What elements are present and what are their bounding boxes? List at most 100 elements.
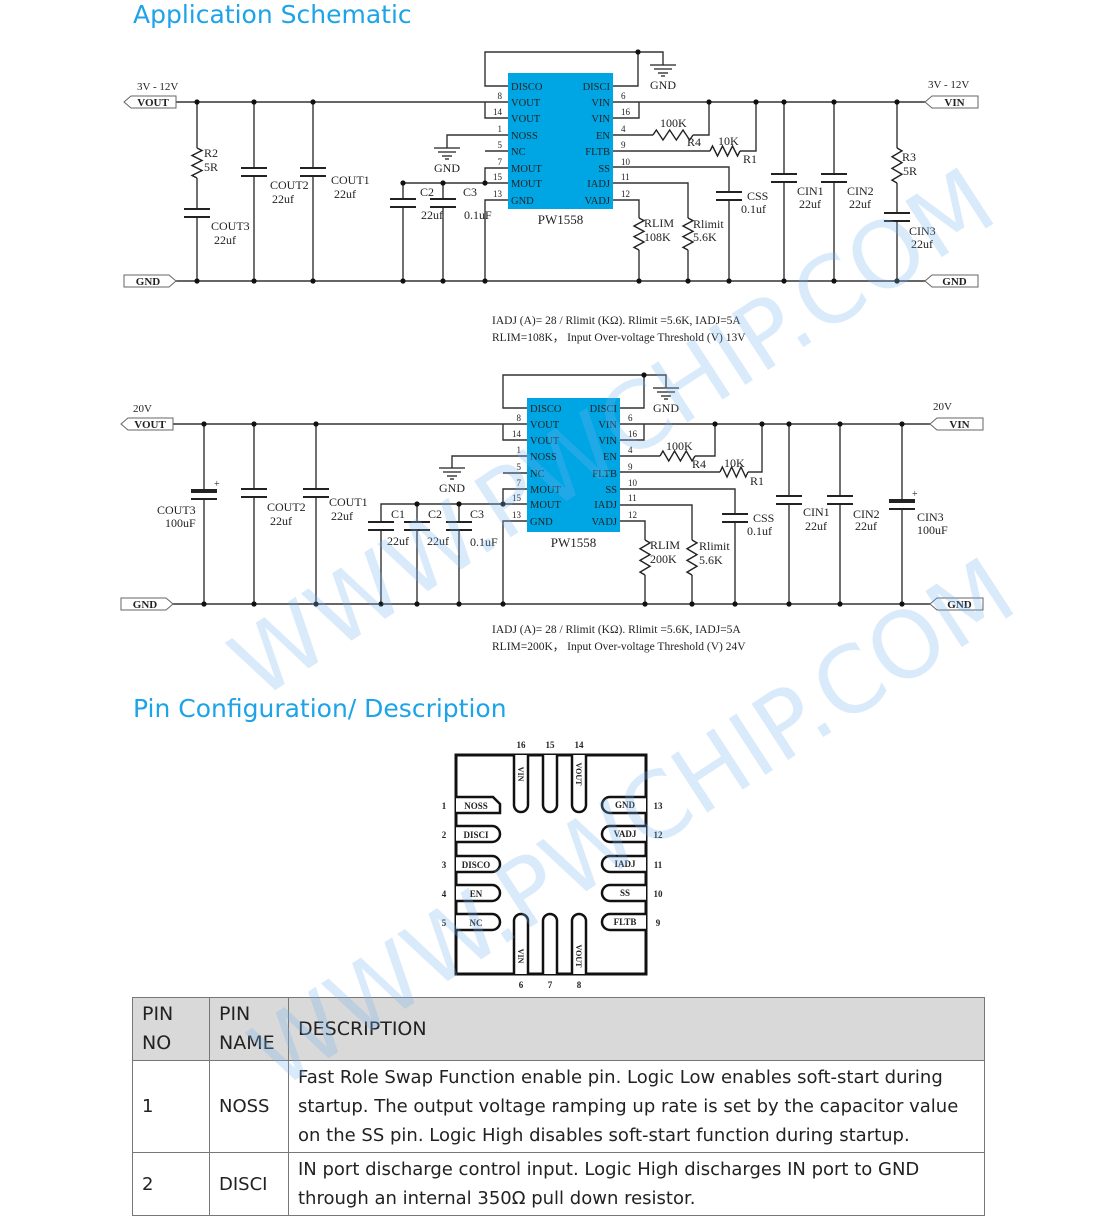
pin-number: 7 <box>548 980 553 990</box>
section-heading-pins: Pin Configuration/ Description <box>133 694 507 723</box>
component-label: CIN3 <box>917 510 944 524</box>
pin-number: 9 <box>628 462 633 472</box>
junction-dot <box>899 601 905 607</box>
junction-dot <box>636 278 642 284</box>
wire <box>502 424 527 441</box>
pin-pad <box>541 912 559 974</box>
pin-number: 12 <box>628 510 637 520</box>
component-label: 22uf <box>911 237 933 251</box>
pin-name: NC <box>511 147 526 158</box>
pin-pad <box>456 883 502 903</box>
header-description: DESCRIPTION <box>288 997 985 1061</box>
cap-gap <box>240 489 268 497</box>
component-label: 5.6K <box>699 553 723 567</box>
pin-label: VOUT <box>574 945 583 969</box>
component-label: GND <box>650 78 676 92</box>
junction-dot <box>712 421 718 427</box>
component-label: C3 <box>470 507 484 521</box>
junction-dot <box>786 421 792 427</box>
component-label: 100uF <box>917 523 948 537</box>
cap-gap <box>820 174 848 182</box>
pin-number: 6 <box>519 980 524 990</box>
component-label: 10K <box>718 134 739 148</box>
pin-name: EN <box>603 452 617 463</box>
junction-dot <box>414 501 420 507</box>
junction-dot <box>313 601 319 607</box>
cap-gap <box>367 522 395 530</box>
pin-number: 6 <box>628 413 633 423</box>
component-label: 22uf <box>331 509 353 523</box>
component-label: R2 <box>204 146 218 160</box>
junction-dot <box>251 278 257 284</box>
pin-number: 10 <box>628 478 638 488</box>
junction-dot <box>781 99 787 105</box>
component-label: 5.6K <box>693 230 717 244</box>
component-label: 22uf <box>387 534 409 548</box>
component-label: R4 <box>692 457 706 471</box>
cap-gap <box>775 496 803 504</box>
header-pin-no: PIN NO <box>132 997 210 1061</box>
net-port-label: VOUT <box>137 97 169 109</box>
cap-gap <box>445 522 473 530</box>
component-label: 22uf <box>272 192 294 206</box>
pin-number: 4 <box>621 124 626 134</box>
pin-number: 13 <box>654 801 664 811</box>
pin-pad <box>512 755 530 814</box>
pin-description: IN port discharge control input. Logic H… <box>288 1152 985 1216</box>
chip-name: PW1558 <box>551 535 597 550</box>
junction-dot <box>414 601 420 607</box>
junction-dot <box>831 278 837 284</box>
pin-number: 11 <box>621 172 630 182</box>
pin-label: DISCI <box>463 830 489 840</box>
cap-gap <box>429 199 457 207</box>
net-port <box>924 274 979 288</box>
pin-number: 7 <box>517 478 522 488</box>
wire <box>613 199 640 281</box>
pin-number: 10 <box>621 157 631 167</box>
pin-number: 14 <box>493 107 503 117</box>
junction-dot <box>837 601 843 607</box>
component-label: COUT3 <box>211 219 250 233</box>
net-port-label: VIN <box>944 97 964 109</box>
pin-label: NOSS <box>464 801 488 811</box>
pin-name: MOUT <box>530 485 562 496</box>
component-label: COUT3 <box>157 503 196 517</box>
pin-label: GND <box>615 800 636 810</box>
pin-number: 5 <box>442 918 447 928</box>
net-port <box>120 597 174 611</box>
polarity-plus: + <box>912 489 918 500</box>
junction-dot <box>894 99 900 105</box>
pin-name: MOUT <box>511 164 543 175</box>
component-label: COUT1 <box>331 173 370 187</box>
junction-dot <box>831 99 837 105</box>
pin-no: 2 <box>132 1152 210 1216</box>
pin-name: NC <box>530 469 545 480</box>
wire <box>620 424 716 457</box>
component-label: CIN2 <box>847 184 874 198</box>
component-label: RLIM <box>644 216 674 230</box>
component-label: R3 <box>902 150 916 164</box>
note-line: IADJ (A)= 28 / Rlimit (KΩ). Rlimit =5.6K… <box>492 624 741 636</box>
pin-description: Fast Role Swap Function enable pin. Logi… <box>288 1060 985 1153</box>
wire <box>613 102 710 136</box>
component-label: 22uf <box>427 534 449 548</box>
pin-name: DISCO <box>511 82 543 93</box>
junction-dot <box>685 278 691 284</box>
component-label: C1 <box>391 507 405 521</box>
junction-dot <box>726 278 732 284</box>
component-label: Rlimit <box>693 217 724 231</box>
junction-dot <box>500 501 506 507</box>
pin-name: VIN <box>598 436 617 447</box>
junction-dot <box>400 180 406 186</box>
pin-name: NOSS <box>209 1060 289 1153</box>
component-label: 5R <box>204 160 218 174</box>
junction-dot <box>482 278 488 284</box>
component-label: CIN1 <box>803 505 830 519</box>
junction-dot <box>482 180 488 186</box>
cap-gap <box>240 168 268 176</box>
junction-dot <box>440 180 446 186</box>
junction-dot <box>837 421 843 427</box>
junction-dot <box>894 278 900 284</box>
pin-name: VIN <box>598 420 617 431</box>
component-label: CIN1 <box>797 184 824 198</box>
